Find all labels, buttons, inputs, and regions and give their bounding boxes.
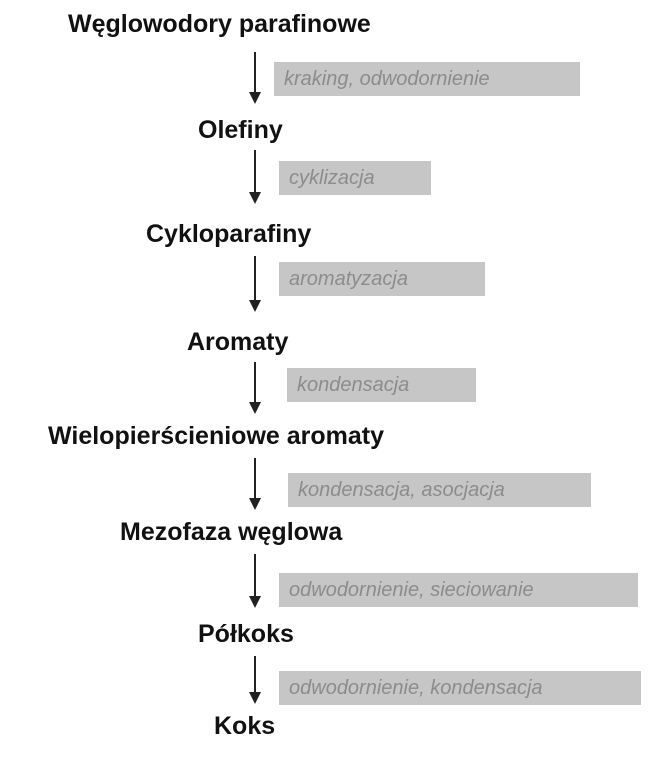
stage-weglowodory-parafinowe: Węglowodory parafinowe xyxy=(68,10,371,38)
process-label: kondensacja, asocjacja xyxy=(288,473,591,507)
arrow-down-icon xyxy=(249,362,261,414)
stage-wielopierscieniowe-aromaty: Wielopierścieniowe aromaty xyxy=(48,422,384,450)
arrow-down-icon xyxy=(249,458,261,510)
arrow-down-icon xyxy=(249,52,261,104)
process-label: kraking, odwodornienie xyxy=(274,62,580,96)
arrow-down-icon xyxy=(249,256,261,312)
arrow-down-icon xyxy=(249,554,261,608)
arrow-down-icon xyxy=(249,656,261,704)
stage-mezofaza-weglowa: Mezofaza węglowa xyxy=(120,518,343,546)
stage-polkoks: Półkoks xyxy=(198,620,294,648)
process-label: cyklizacja xyxy=(279,161,431,195)
process-label: odwodornienie, kondensacja xyxy=(279,671,641,705)
process-label: kondensacja xyxy=(287,368,476,402)
stage-koks: Koks xyxy=(214,712,276,740)
arrow-down-icon xyxy=(249,150,261,204)
stage-cykloparafiny: Cykloparafiny xyxy=(146,220,312,248)
process-label: odwodornienie, sieciowanie xyxy=(279,573,638,607)
stage-olefiny: Olefiny xyxy=(198,116,283,144)
process-label: aromatyzacja xyxy=(279,262,485,296)
stage-aromaty: Aromaty xyxy=(187,328,289,356)
